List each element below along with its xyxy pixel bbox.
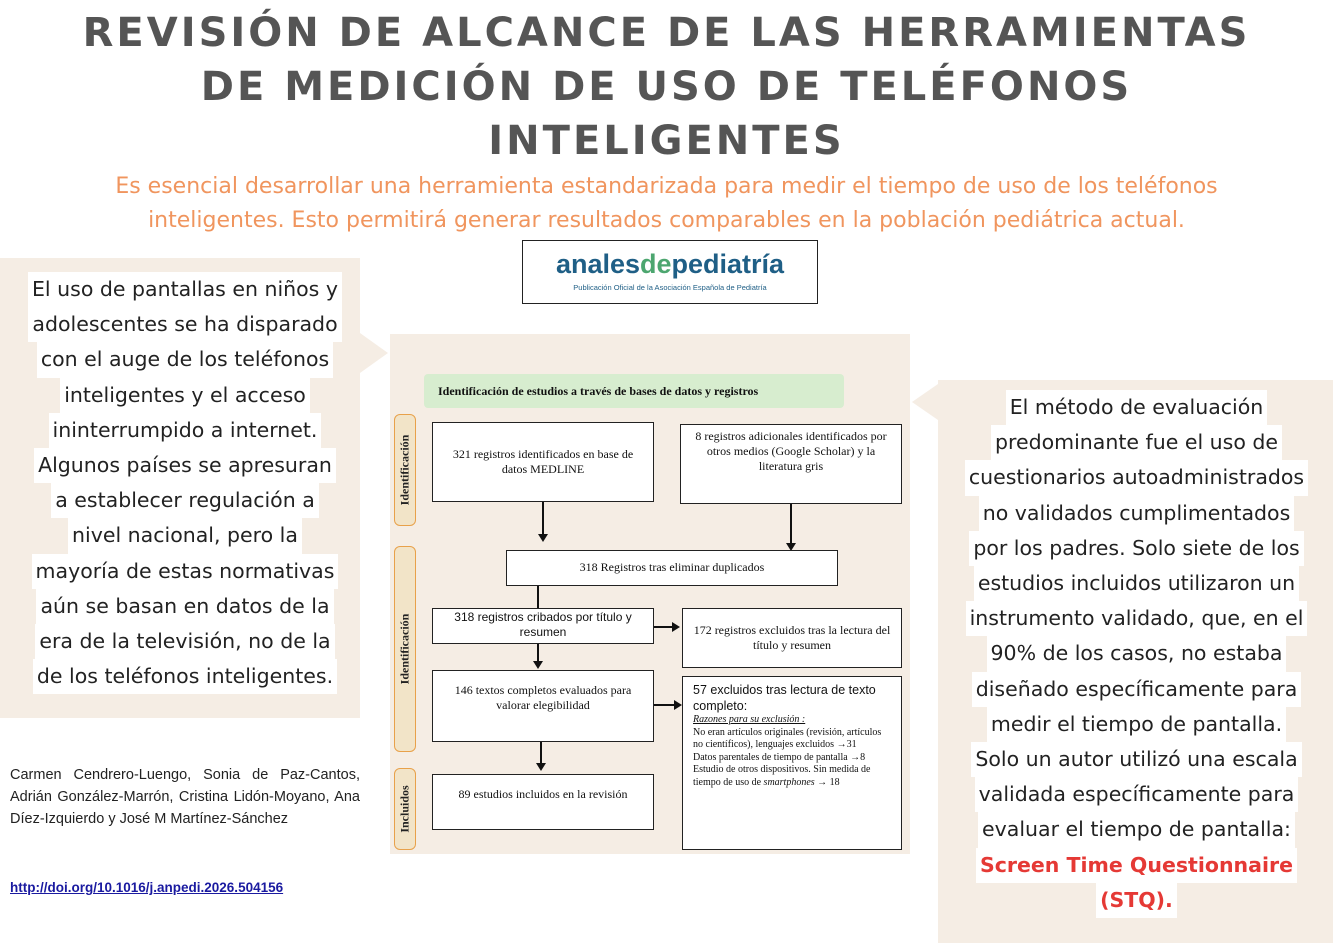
arrow-down: [536, 763, 546, 771]
subtitle-line-2: inteligentes. Esto permitirá generar res…: [148, 208, 1185, 233]
results-line: medir el tiempo de pantalla.: [986, 706, 1287, 743]
intro-line: El uso de pantallas en niños y: [27, 272, 343, 308]
exclusion-reason: No eran artículos originales (revisión, …: [693, 726, 882, 751]
results-line: no validados cumplimentados: [978, 495, 1295, 531]
prisma-flow-diagram: Identificación de estudios a través de b…: [390, 334, 910, 854]
connector-line: [540, 742, 542, 766]
box-excluded-fulltext: 57 excluidos tras lectura de texto compl…: [682, 676, 902, 850]
arrow-down: [786, 543, 796, 551]
stq-abbreviation: (STQ).: [1096, 882, 1177, 919]
intro-line: adolescentes se ha disparado: [28, 307, 342, 343]
title-line-1: REVISIÓN DE ALCANCE DE LAS HERRAMIENTAS: [82, 10, 1251, 56]
connector-line: [654, 704, 676, 706]
intro-line: Algunos países se apresuran: [34, 448, 336, 484]
box-excluded-screening: 172 registros excluidos tras la lectura …: [682, 608, 902, 668]
intro-line: a establecer regulación a: [51, 483, 319, 519]
phase-identification-2: Identificación: [394, 546, 416, 752]
exclusion-reason: Estudio de otros dispositivos. Sin medid…: [693, 764, 871, 788]
intro-line: nivel nacional, pero la: [68, 518, 302, 554]
stq-name: Screen Time Questionnaire: [975, 847, 1298, 883]
arrow-right: [674, 700, 682, 710]
results-line: instrumento validado, que, en el: [965, 601, 1308, 637]
exclusion-reasons-label: Razones para su exclusión :: [693, 714, 806, 725]
results-line: Solo un autor utilizó una escala: [971, 742, 1302, 778]
box-medline-records: 321 registros identificados en base de d…: [432, 422, 654, 502]
connector-line: [654, 626, 674, 628]
journal-logo-name: analesdepediatría: [555, 249, 785, 279]
results-text: El método de evaluación predominante fue…: [940, 390, 1333, 919]
box-after-duplicates: 318 Registros tras eliminar duplicados: [506, 550, 838, 586]
intro-text: El uso de pantallas en niños y adolescen…: [0, 272, 370, 695]
doi-link[interactable]: http://doi.org/10.1016/j.anpedi.2026.504…: [10, 880, 284, 895]
intro-panel-arrow: [360, 333, 388, 373]
excluded-fulltext-title: 57 excluidos tras lectura de texto compl…: [693, 683, 876, 713]
exclusion-reason: Datos parentales de tiempo de pantalla →…: [693, 751, 866, 763]
flow-header: Identificación de estudios a través de b…: [424, 374, 844, 408]
poster-subtitle: Es esencial desarrollar una herramienta …: [20, 170, 1313, 238]
intro-line: con el auge de los teléfonos: [36, 342, 334, 378]
arrow-down: [538, 534, 548, 542]
results-line: validada específicamente para: [974, 777, 1299, 813]
arrow-right: [672, 622, 680, 632]
results-line: predominante fue el uso de: [990, 425, 1283, 461]
box-included-studies: 89 estudios incluidos en la revisión: [432, 774, 654, 830]
connector-line: [537, 586, 539, 608]
results-panel-arrow: [912, 384, 938, 420]
title-line-3: INTELIGENTES: [488, 118, 845, 164]
box-fulltext-assessed: 146 textos completos evaluados para valo…: [432, 670, 654, 742]
intro-line: de los teléfonos inteligentes.: [32, 659, 338, 695]
intro-line: mayoría de estas normativas: [31, 553, 339, 589]
results-line: El método de evaluación: [1005, 390, 1268, 426]
connector-line: [542, 502, 544, 536]
journal-logo-subtitle: Publicación Oficial de la Asociación Esp…: [573, 283, 767, 292]
results-line: diseñado específicamente para: [971, 671, 1302, 707]
arrow-down: [533, 661, 543, 669]
subtitle-line-1: Es esencial desarrollar una herramienta …: [115, 174, 1218, 199]
results-line: estudios incluidos utilizaron un: [973, 566, 1300, 602]
connector-line: [790, 504, 792, 546]
connector-line: [537, 644, 539, 664]
intro-line: aún se basan en datos de la: [36, 588, 334, 625]
authors: Carmen Cendrero-Luengo, Sonia de Paz-Can…: [10, 767, 360, 827]
results-line: cuestionarios autoadministrados: [964, 460, 1309, 496]
box-screened: 318 registros cribados por título y resu…: [432, 608, 654, 644]
results-line: por los padres. Solo siete de los: [969, 530, 1304, 567]
intro-line: inteligentes y el acceso: [60, 377, 310, 413]
results-line: 90% de los casos, no estaba: [986, 636, 1287, 672]
box-other-records: 8 registros adicionales identificados po…: [680, 424, 902, 504]
title-line-2: DE MEDICIÓN DE USO DE TELÉFONOS: [200, 64, 1133, 110]
intro-line: ininterrumpido a internet.: [48, 412, 322, 449]
poster-title: REVISIÓN DE ALCANCE DE LAS HERRAMIENTAS …: [0, 6, 1333, 168]
phase-included: Incluidos: [394, 768, 416, 850]
phase-identification-1: Identificación: [394, 414, 416, 526]
results-line: evaluar el tiempo de pantalla:: [978, 812, 1295, 848]
intro-line: era de la televisión, no de la: [35, 624, 335, 660]
journal-logo: analesdepediatría Publicación Oficial de…: [522, 240, 818, 304]
